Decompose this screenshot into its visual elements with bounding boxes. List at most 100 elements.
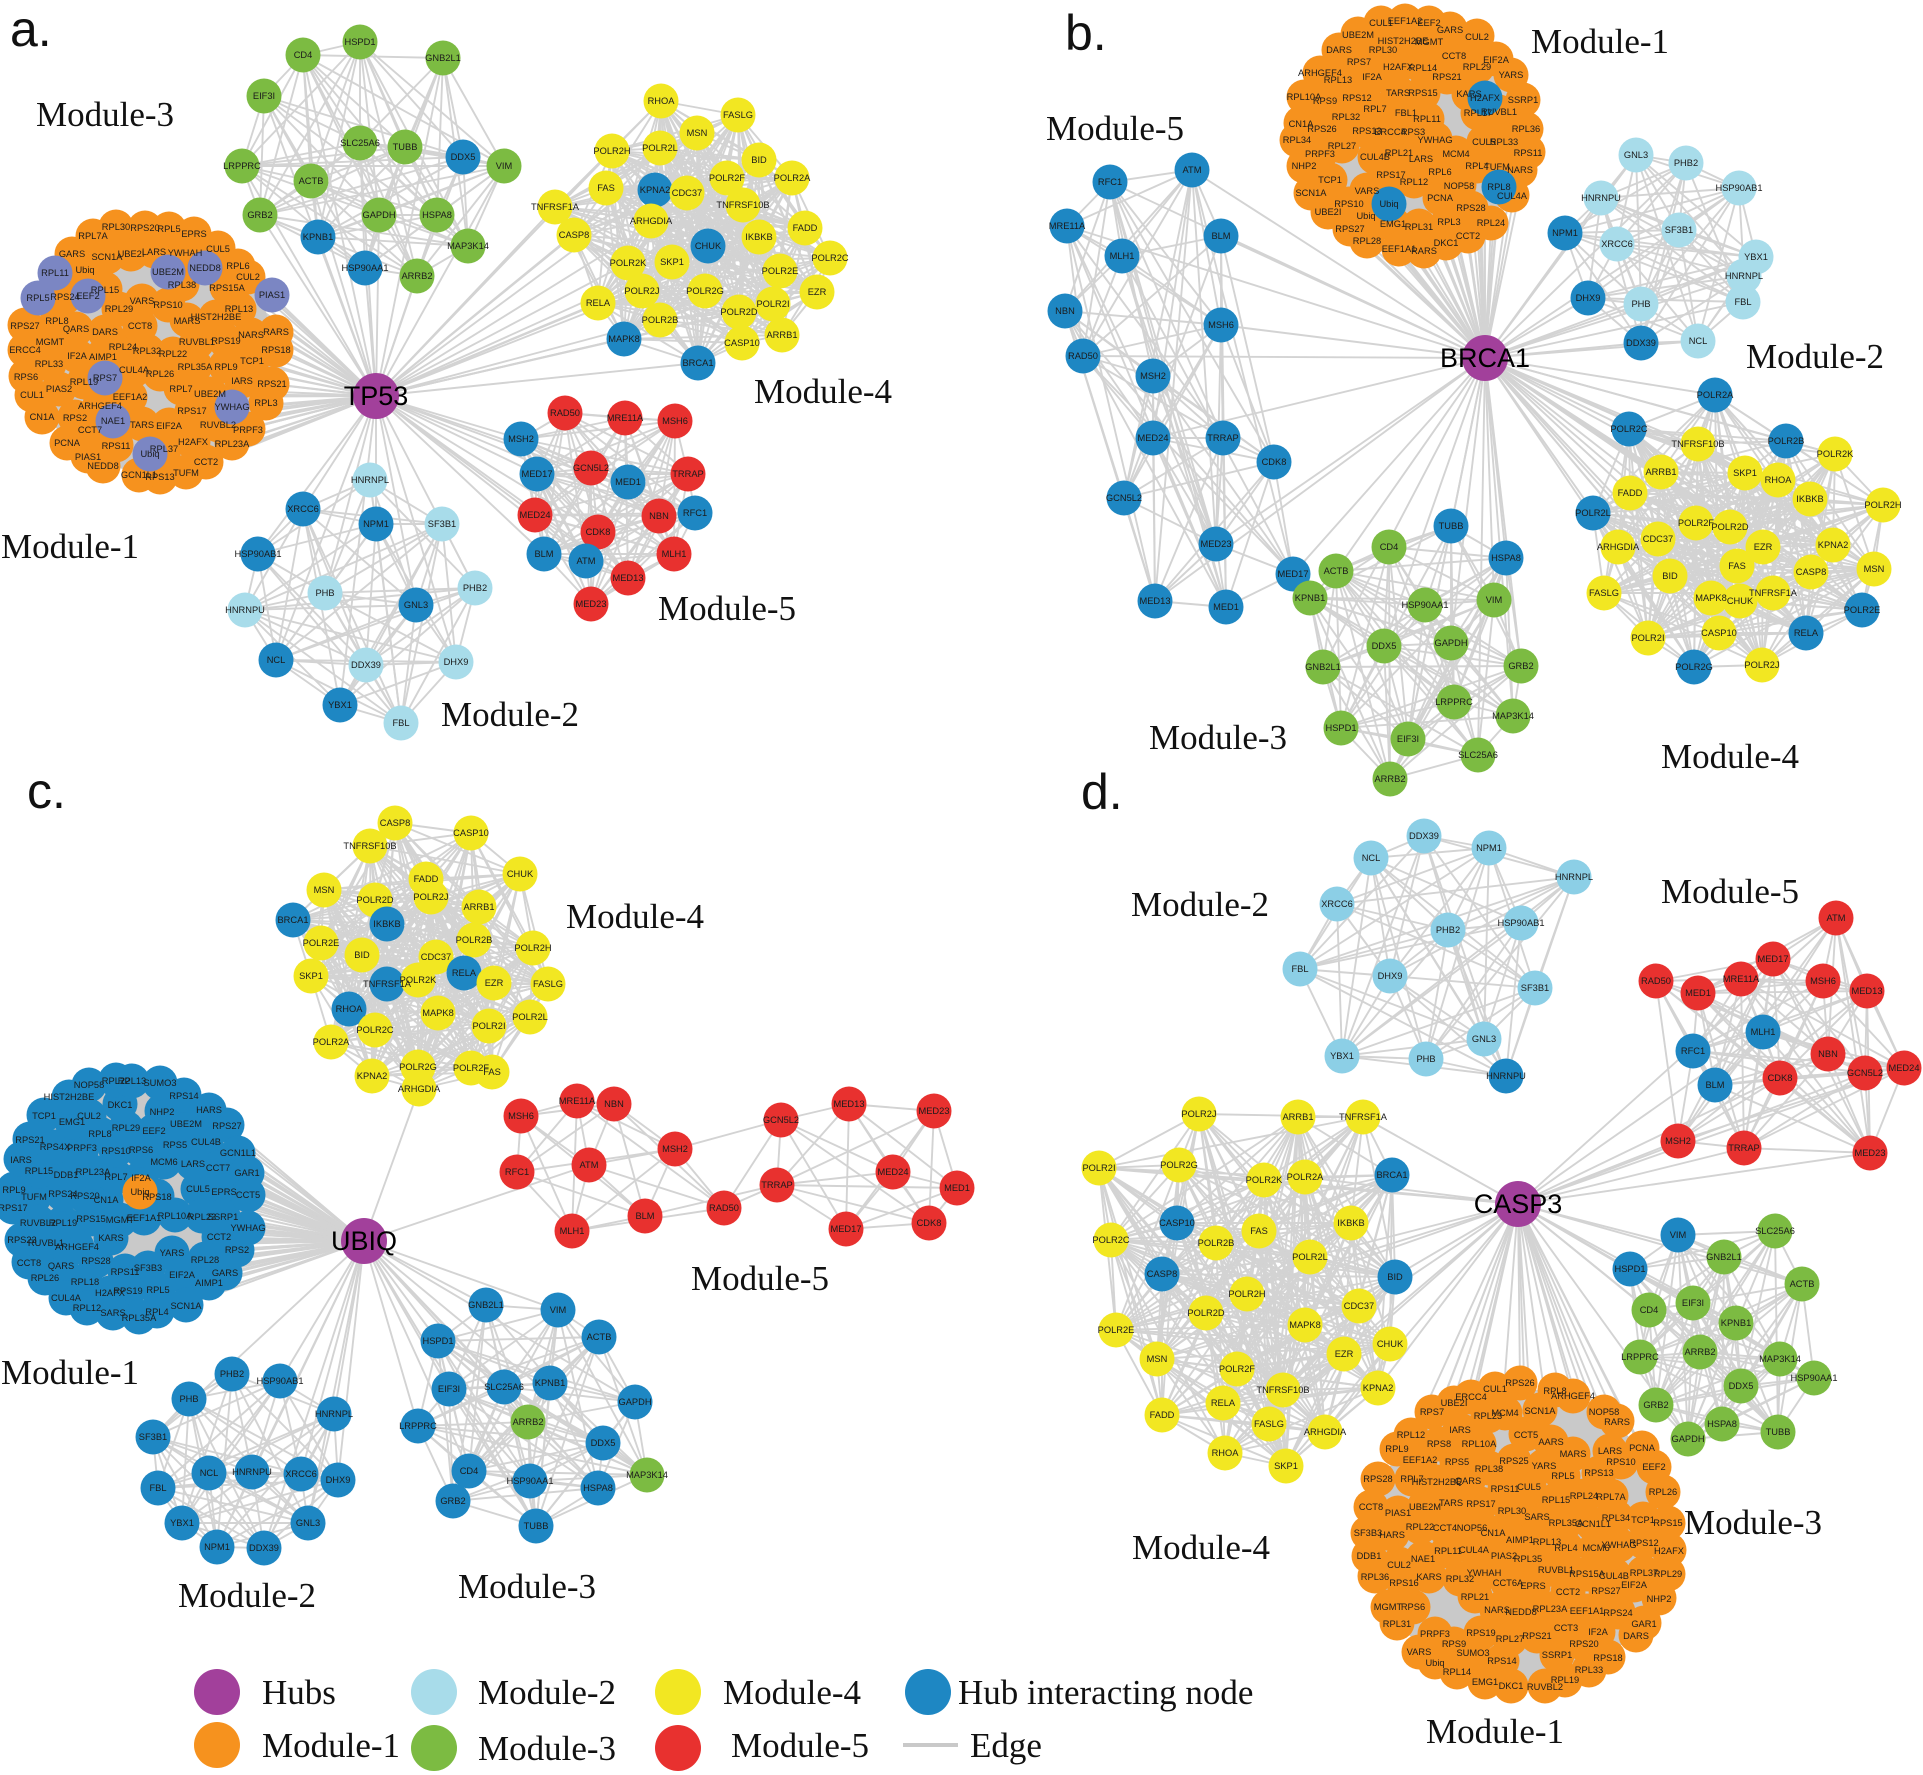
svg-text:PHB2: PHB2 [463,583,487,593]
svg-text:Module-3: Module-3 [458,1567,596,1606]
svg-text:RHOA: RHOA [1212,1448,1240,1458]
svg-text:FBL1: FBL1 [1395,108,1417,118]
svg-text:POLR2J: POLR2J [1181,1109,1216,1119]
svg-text:DKC1: DKC1 [1499,1681,1524,1691]
svg-text:RFC1: RFC1 [1681,1046,1705,1056]
svg-text:MRE11A: MRE11A [1049,221,1086,231]
svg-text:RPL24: RPL24 [1570,1491,1598,1501]
svg-text:TUFM: TUFM [1484,162,1510,172]
svg-text:MED23: MED23 [1854,1148,1885,1158]
svg-text:GNL3: GNL3 [1472,1034,1496,1044]
svg-text:CASP10: CASP10 [1701,628,1737,638]
svg-text:CUL4A: CUL4A [1459,1545,1490,1555]
svg-text:c.: c. [27,763,66,819]
svg-text:MED17: MED17 [1277,569,1308,579]
svg-text:RPL10A: RPL10A [1462,1439,1497,1449]
svg-text:DDX39: DDX39 [249,1543,279,1553]
svg-text:POLR2E: POLR2E [303,938,340,948]
svg-text:NPM1: NPM1 [1552,228,1578,238]
svg-text:MED13: MED13 [833,1099,864,1109]
svg-text:MSH6: MSH6 [508,1111,534,1121]
svg-text:POLR2F: POLR2F [453,1063,489,1073]
svg-text:CHUK: CHUK [1377,1339,1404,1349]
svg-text:HNRNPL: HNRNPL [1725,271,1763,281]
svg-text:ARHGDIA: ARHGDIA [630,216,673,226]
svg-text:LARS: LARS [181,1159,205,1169]
svg-text:POLR2D: POLR2D [1711,522,1748,532]
svg-text:MAP3K14: MAP3K14 [447,241,489,251]
svg-text:POLR2B: POLR2B [456,935,493,945]
svg-text:RPS28: RPS28 [1363,1474,1392,1484]
svg-text:CDK8: CDK8 [1768,1073,1793,1083]
svg-text:FAS: FAS [597,183,615,193]
svg-text:NOP58: NOP58 [1589,1407,1620,1417]
svg-text:POLR2I: POLR2I [1082,1163,1115,1173]
svg-text:Hubs: Hubs [262,1673,336,1712]
svg-text:GAPDH: GAPDH [1671,1434,1704,1444]
svg-text:YWHAG: YWHAG [230,1223,265,1233]
svg-text:CD4: CD4 [460,1466,479,1476]
svg-text:RPL29: RPL29 [1463,62,1491,72]
svg-text:SKP1: SKP1 [660,257,684,267]
svg-text:NARS: NARS [238,330,264,340]
svg-text:HSP90AA1: HSP90AA1 [506,1476,553,1486]
svg-text:RPL13: RPL13 [1533,1537,1561,1547]
svg-text:SLC25A6: SLC25A6 [1458,750,1498,760]
svg-text:RPS9: RPS9 [1313,96,1337,106]
svg-text:RPS15A: RPS15A [209,283,245,293]
svg-text:POLR2J: POLR2J [624,286,659,296]
svg-text:RPS15: RPS15 [76,1214,105,1224]
svg-text:KPNA2: KPNA2 [357,1071,388,1081]
svg-text:KPNA2: KPNA2 [1818,540,1849,550]
svg-text:POLR2D: POLR2D [1187,1308,1224,1318]
svg-text:MLH1: MLH1 [1110,251,1135,261]
svg-text:HIST2H2BE: HIST2H2BE [1378,36,1429,46]
svg-text:DDX39: DDX39 [1626,338,1656,348]
svg-text:RHOA: RHOA [648,96,676,106]
svg-text:TARS: TARS [1386,88,1410,98]
svg-text:CUL4B: CUL4B [191,1137,221,1147]
svg-text:RPS7: RPS7 [1347,57,1371,67]
svg-text:TRRAP: TRRAP [761,1180,793,1190]
svg-text:RPS6: RPS6 [14,372,38,382]
svg-text:Edge: Edge [970,1726,1042,1765]
svg-text:POLR2B: POLR2B [1198,1238,1235,1248]
svg-text:CCT5: CCT5 [236,1190,260,1200]
svg-text:CUL5: CUL5 [186,1184,210,1194]
svg-text:TNFRSF1A: TNFRSF1A [531,202,580,212]
svg-text:KARS: KARS [1456,89,1481,99]
svg-text:CUL2: CUL2 [1465,32,1489,42]
svg-text:EIF2A: EIF2A [1621,1580,1648,1590]
svg-text:ARRB1: ARRB1 [463,902,494,912]
svg-text:RPS13: RPS13 [1352,126,1381,136]
svg-text:RPS26: RPS26 [1307,124,1336,134]
svg-text:GNB2L1: GNB2L1 [1706,1252,1742,1262]
svg-text:RPL31: RPL31 [1383,1619,1411,1629]
svg-text:Module-2: Module-2 [441,695,579,734]
svg-text:QARS: QARS [48,1261,74,1271]
svg-text:CN1A: CN1A [1481,1528,1507,1538]
svg-text:RPL26: RPL26 [1649,1487,1677,1497]
svg-text:RPS9: RPS9 [1442,1639,1466,1649]
svg-text:RPS28: RPS28 [81,1256,110,1266]
svg-text:POLR2D: POLR2D [356,895,393,905]
svg-text:CD4: CD4 [1640,1305,1659,1315]
svg-text:CN1A: CN1A [30,412,56,422]
svg-text:DHX9: DHX9 [326,1475,351,1485]
svg-text:Ubiq: Ubiq [75,265,94,275]
svg-text:SCN1A: SCN1A [170,1301,202,1311]
svg-text:CUL4B: CUL4B [1599,1571,1629,1581]
svg-text:TNFRSF10B: TNFRSF10B [1256,1385,1309,1395]
svg-text:RPS16: RPS16 [1389,1578,1418,1588]
svg-text:CCT2: CCT2 [194,457,218,467]
svg-text:RPS3: RPS3 [1401,127,1425,137]
svg-text:QARS: QARS [63,324,89,334]
svg-text:LRPPRC: LRPPRC [1621,1352,1659,1362]
svg-text:HARS: HARS [1379,1530,1405,1540]
svg-text:HSP90AA1: HSP90AA1 [1401,600,1448,610]
svg-text:RPS10: RPS10 [1334,199,1363,209]
svg-text:GCN5L2: GCN5L2 [1106,493,1142,503]
svg-text:RUVBL1: RUVBL1 [1538,1565,1574,1575]
svg-text:RPS13: RPS13 [1584,1468,1613,1478]
svg-text:PHB2: PHB2 [1436,925,1460,935]
